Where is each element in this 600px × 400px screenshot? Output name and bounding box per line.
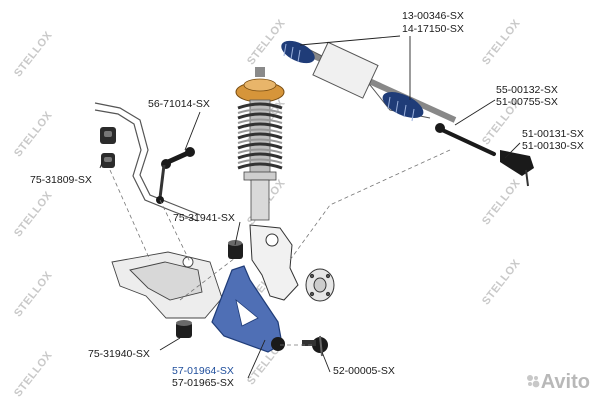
ball-joint — [302, 335, 328, 357]
label-control-arm-1: 57-01964-SX — [172, 365, 234, 377]
stabilizer-bushing — [100, 127, 116, 168]
control-arm — [211, 265, 285, 353]
label-tie-rod-end-2: 51-00130-SX — [522, 140, 584, 152]
leader-lines — [99, 35, 521, 379]
stabilizer-bar — [94, 102, 201, 222]
steering-rack-boots — [281, 40, 424, 122]
subframe — [111, 251, 223, 319]
label-inner-tie-rod-2: 51-00755-SX — [496, 96, 558, 108]
label-control-arm-bushing-rear: 75-31940-SX — [88, 348, 150, 360]
steering-rack — [288, 41, 457, 123]
steering-knuckle — [249, 224, 335, 302]
stabilizer-link — [156, 147, 195, 204]
label-tie-rod-end-1: 51-00131-SX — [522, 128, 584, 140]
label-inner-tie-rod-1: 55-00132-SX — [496, 84, 558, 96]
label-control-arm-bushing-front: 75-31941-SX — [173, 212, 235, 224]
control-arm-bushing-rear — [176, 320, 192, 338]
label-stabilizer-link: 56-71014-SX — [148, 98, 210, 110]
reference-dashes — [109, 149, 451, 346]
label-ball-joint: 52-00005-SX — [333, 365, 395, 377]
avito-logo-icon — [527, 375, 540, 388]
label-steering-rack-boot-1: 13-00346-SX — [402, 10, 464, 22]
avito-brand: Avito — [540, 371, 590, 393]
label-control-arm-2: 57-01965-SX — [172, 377, 234, 389]
label-steering-rack-boot-2: 14-17150-SX — [402, 23, 464, 35]
tie-rod-end — [500, 150, 534, 187]
strut-assembly — [235, 67, 285, 221]
inner-tie-rod — [435, 123, 496, 156]
label-stabilizer-bushing: 75-31809-SX — [30, 174, 92, 186]
